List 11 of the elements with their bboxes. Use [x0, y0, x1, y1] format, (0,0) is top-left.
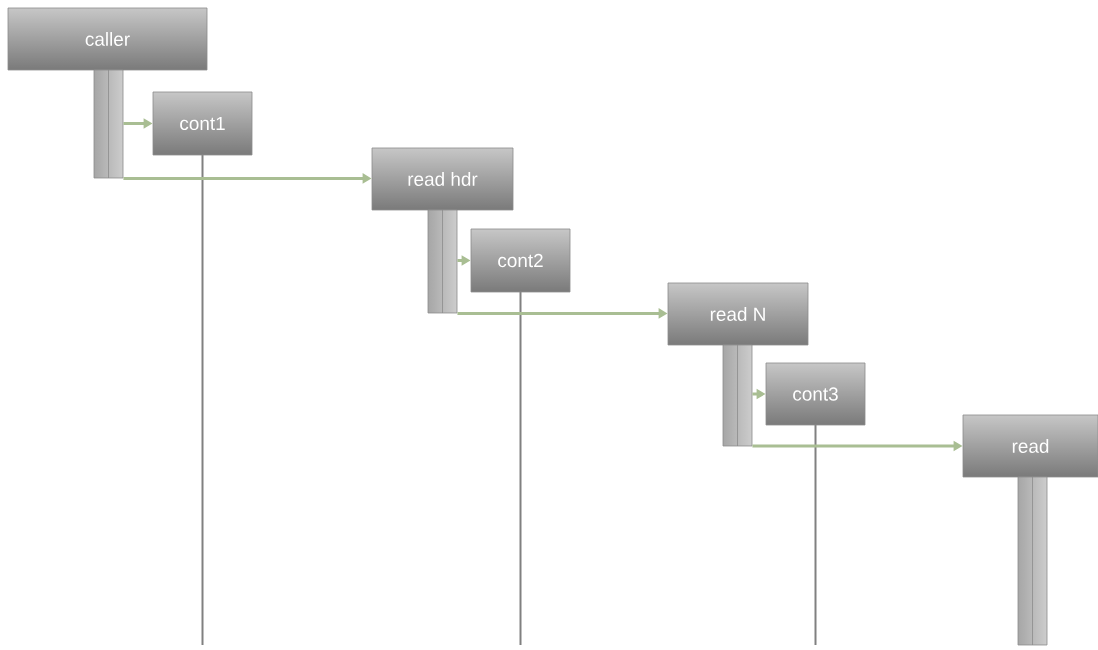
activation-bar	[93, 69, 124, 179]
activation-bar	[1017, 476, 1048, 646]
process-box: read	[962, 414, 1098, 478]
process-box: cont2	[470, 228, 571, 293]
activation-bar	[427, 209, 458, 314]
activation-bar	[722, 344, 753, 447]
process-box: caller	[7, 7, 208, 71]
process-box: cont1	[152, 91, 253, 156]
process-box: read hdr	[371, 147, 514, 211]
process-box: read N	[667, 282, 809, 346]
process-box: cont3	[765, 362, 866, 426]
